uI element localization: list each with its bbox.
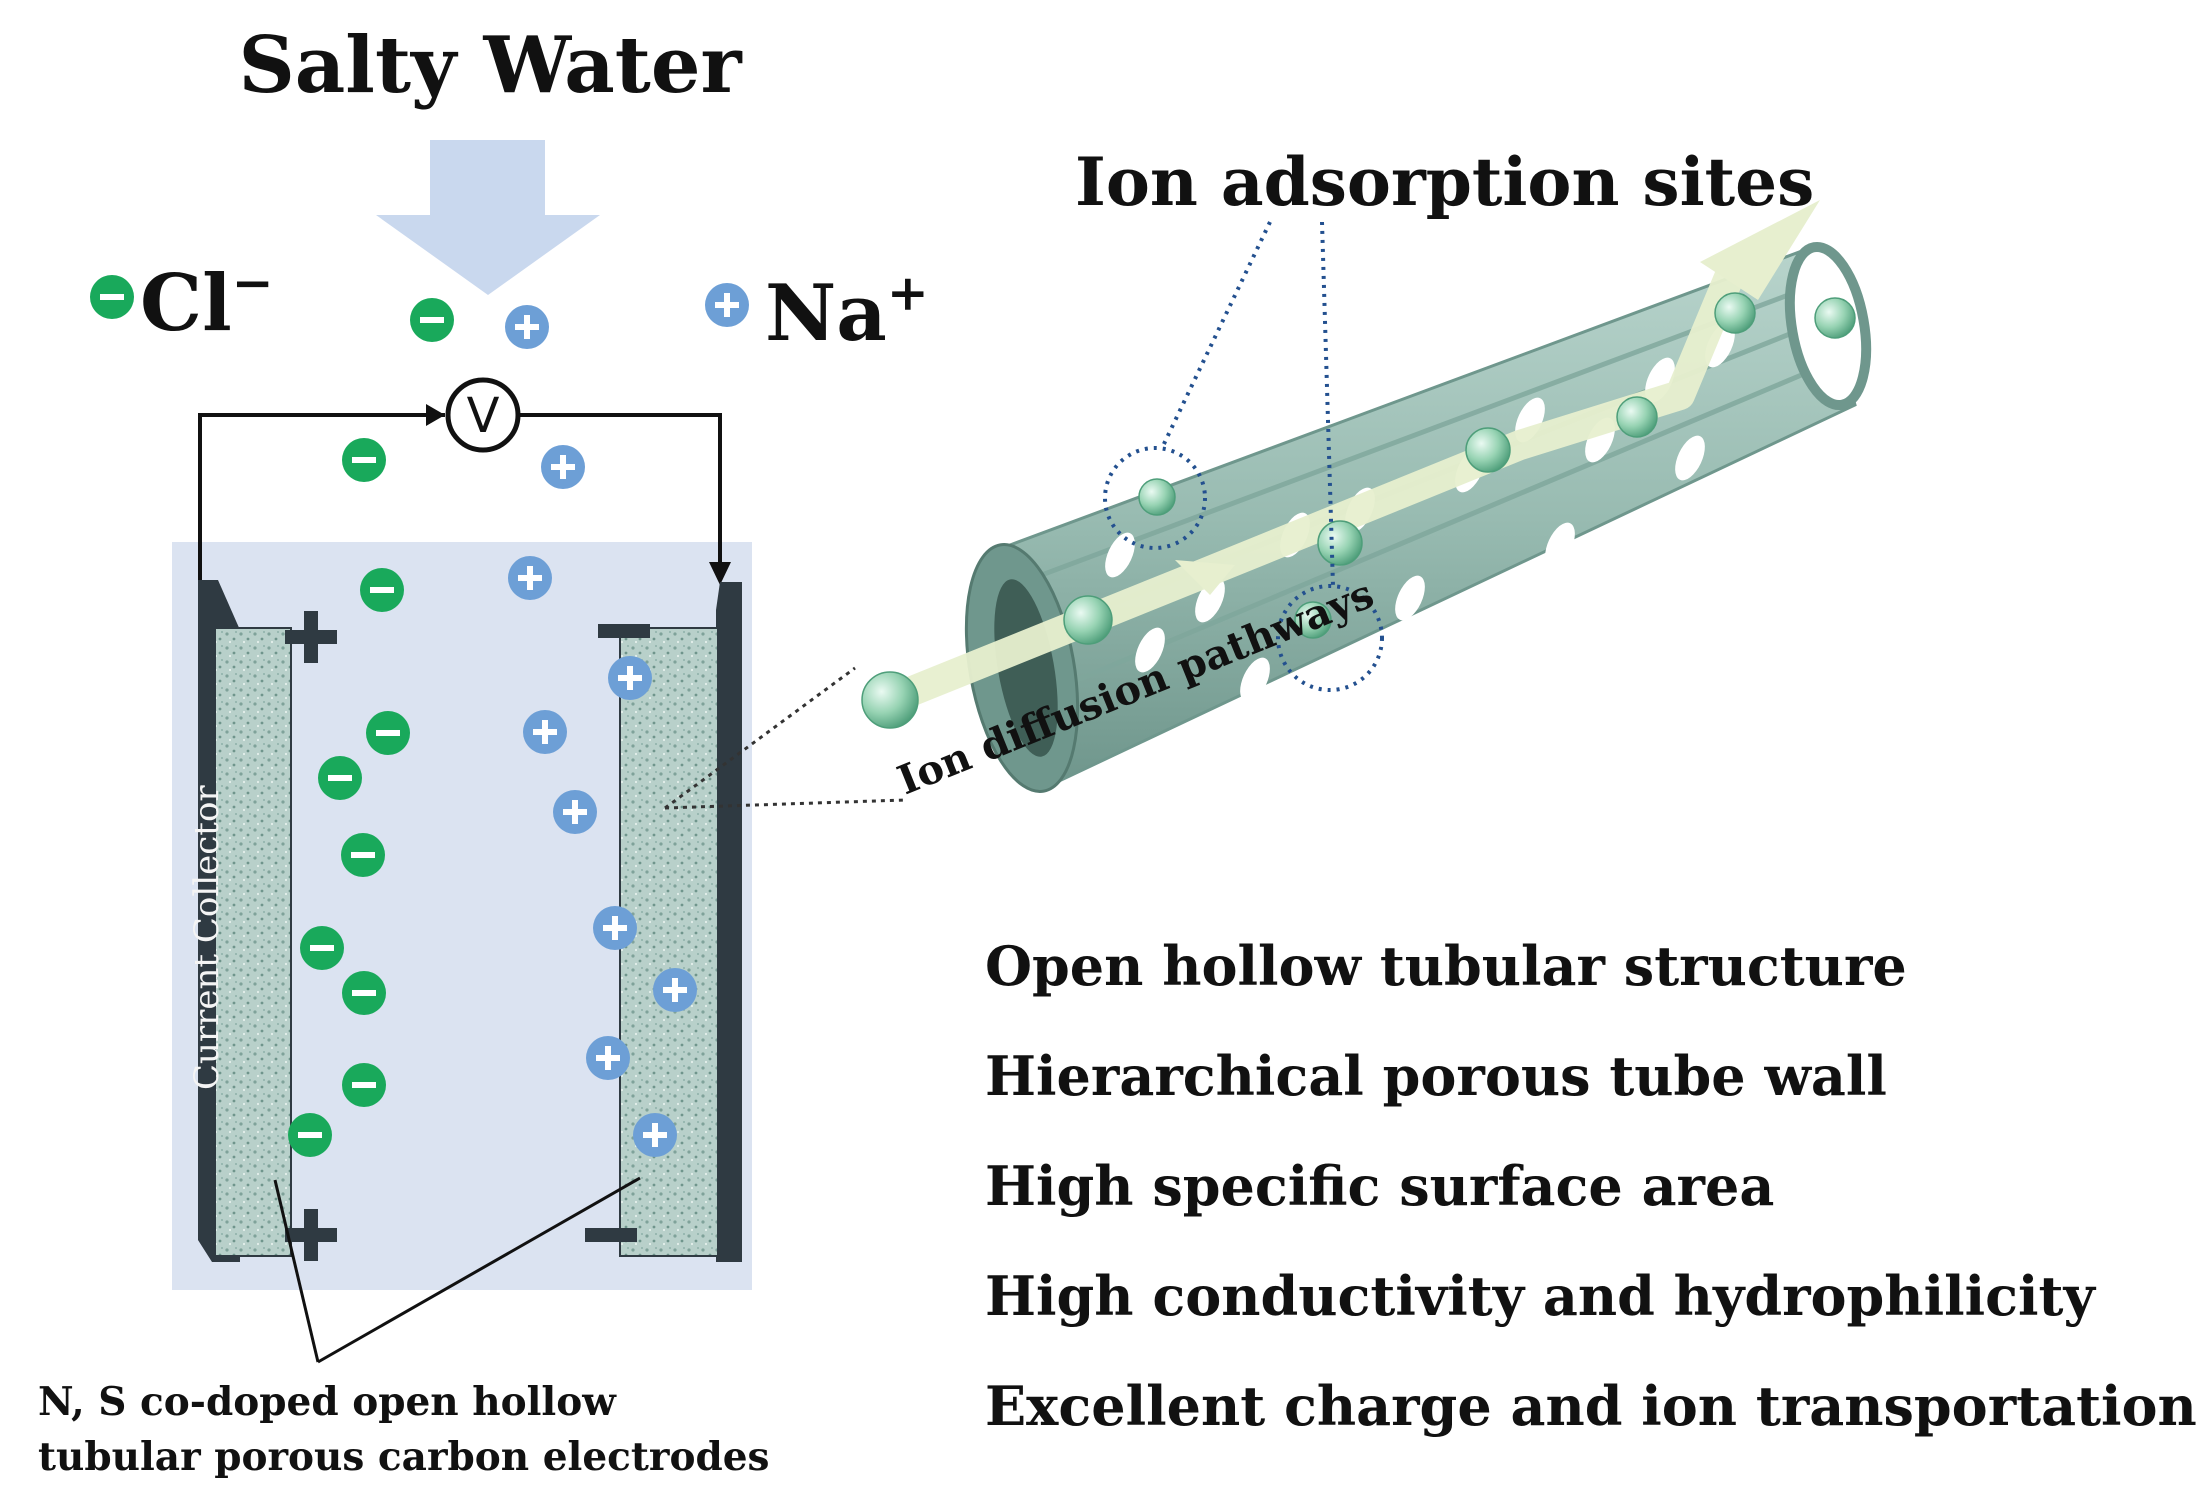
collector-label: Current Collector <box>187 785 227 1090</box>
right-electrode <box>619 627 719 1257</box>
minus-mark <box>352 457 376 463</box>
cation <box>653 968 697 1012</box>
anion <box>288 1113 332 1157</box>
tube-ion <box>1317 520 1363 566</box>
minus-mark <box>298 1132 322 1138</box>
cation <box>541 445 585 489</box>
minus-mark <box>352 1082 376 1088</box>
tube-ion <box>1714 292 1756 334</box>
cation <box>608 656 652 700</box>
electrode-label-line1: N, S co-doped open hollow <box>38 1379 617 1425</box>
anion <box>342 1063 386 1107</box>
title: Salty Water <box>238 20 742 111</box>
tube-ion <box>1814 297 1856 339</box>
tube-pore <box>1240 657 1270 703</box>
adsorption-label: Ion adsorption sites <box>1075 143 1814 221</box>
cation <box>593 906 637 950</box>
tube-ion <box>1294 601 1332 639</box>
minus-mark <box>376 730 400 736</box>
plus-mark-v <box>612 916 618 940</box>
circuit-arrow-right <box>709 562 731 585</box>
anion <box>318 756 362 800</box>
tube-pore <box>1135 627 1165 673</box>
tube-ion <box>1616 396 1658 438</box>
tube-ion <box>861 671 919 729</box>
tube-pore <box>1395 575 1425 621</box>
tube-pore <box>1105 532 1135 578</box>
hollow-carbon-tube <box>964 241 1872 793</box>
tube-pore <box>1380 642 1410 688</box>
diffusion-arrow-head <box>1700 200 1820 300</box>
cation <box>633 1113 677 1157</box>
tube-ion <box>1063 595 1113 645</box>
cation-group <box>505 305 697 1157</box>
cation <box>523 710 567 754</box>
tube-ion <box>1465 427 1511 473</box>
cation-symbol: Na <box>765 268 887 359</box>
tube-ion-group <box>861 292 1856 729</box>
anion-charge: − <box>232 253 274 312</box>
pore-group <box>1105 322 1735 703</box>
anion <box>342 438 386 482</box>
minus-mark <box>370 587 394 593</box>
positive-sign-top <box>285 611 337 663</box>
legend-cation: Na+ <box>705 263 929 359</box>
plus-mark-v <box>572 800 578 824</box>
minus-mark <box>420 317 444 323</box>
anion <box>300 926 344 970</box>
feature-list: Open hollow tubular structureHierarchica… <box>985 934 2205 1438</box>
electrode-label-line2: tubular porous carbon electrodes <box>38 1434 770 1480</box>
legend-anion: Cl− <box>90 253 274 349</box>
negative-sign-top <box>598 624 650 638</box>
plus-mark-v <box>560 455 566 479</box>
minus-mark <box>351 852 375 858</box>
anion <box>360 568 404 612</box>
svg-text:Cl−: Cl− <box>140 253 274 349</box>
feature-item: Hierarchical porous tube wall <box>985 1044 1887 1108</box>
minus-mark <box>352 990 376 996</box>
cation-charge: + <box>887 263 929 322</box>
external-circuit <box>198 413 722 585</box>
anion-group <box>288 298 454 1157</box>
cation <box>553 790 597 834</box>
adsorption-site-markers <box>1103 221 1384 692</box>
cation <box>586 1036 630 1080</box>
anion <box>342 971 386 1015</box>
circuit-arrow-top <box>426 404 445 426</box>
tube-pore <box>1675 435 1705 481</box>
minus-mark <box>328 775 352 781</box>
tube-pore <box>1545 522 1575 568</box>
voltmeter-label: V <box>467 388 500 444</box>
plus-mark-v <box>542 720 548 744</box>
anion <box>366 711 410 755</box>
svg-text:Na+: Na+ <box>765 263 929 359</box>
minus-mark <box>310 945 334 951</box>
plus-mark-v <box>652 1123 658 1147</box>
cation <box>508 556 552 600</box>
electrode-pointer <box>273 1176 641 1364</box>
anion <box>341 833 385 877</box>
anion-symbol: Cl <box>140 258 232 349</box>
feature-item: Excellent charge and ion transportation … <box>985 1374 2205 1438</box>
plus-mark-v <box>527 566 533 590</box>
feature-item: High conductivity and hydrophilicity <box>985 1264 2096 1328</box>
left-electrode <box>214 627 292 1257</box>
feature-item: High specific surface area <box>985 1154 1774 1218</box>
plus-mark-v <box>524 315 530 339</box>
tube-ion <box>1138 478 1176 516</box>
inflow-arrow <box>376 140 600 295</box>
plus-mark-v <box>627 666 633 690</box>
plus-mark-v <box>672 978 678 1002</box>
zoom-connector <box>664 666 906 810</box>
anion <box>410 298 454 342</box>
right-collector <box>716 582 742 1262</box>
plus-mark-v <box>605 1046 611 1070</box>
positive-sign-bottom <box>285 1209 337 1261</box>
cation <box>505 305 549 349</box>
negative-sign-bottom <box>585 1228 637 1242</box>
feature-item: Open hollow tubular structure <box>985 934 1907 998</box>
voltmeter <box>445 377 521 453</box>
